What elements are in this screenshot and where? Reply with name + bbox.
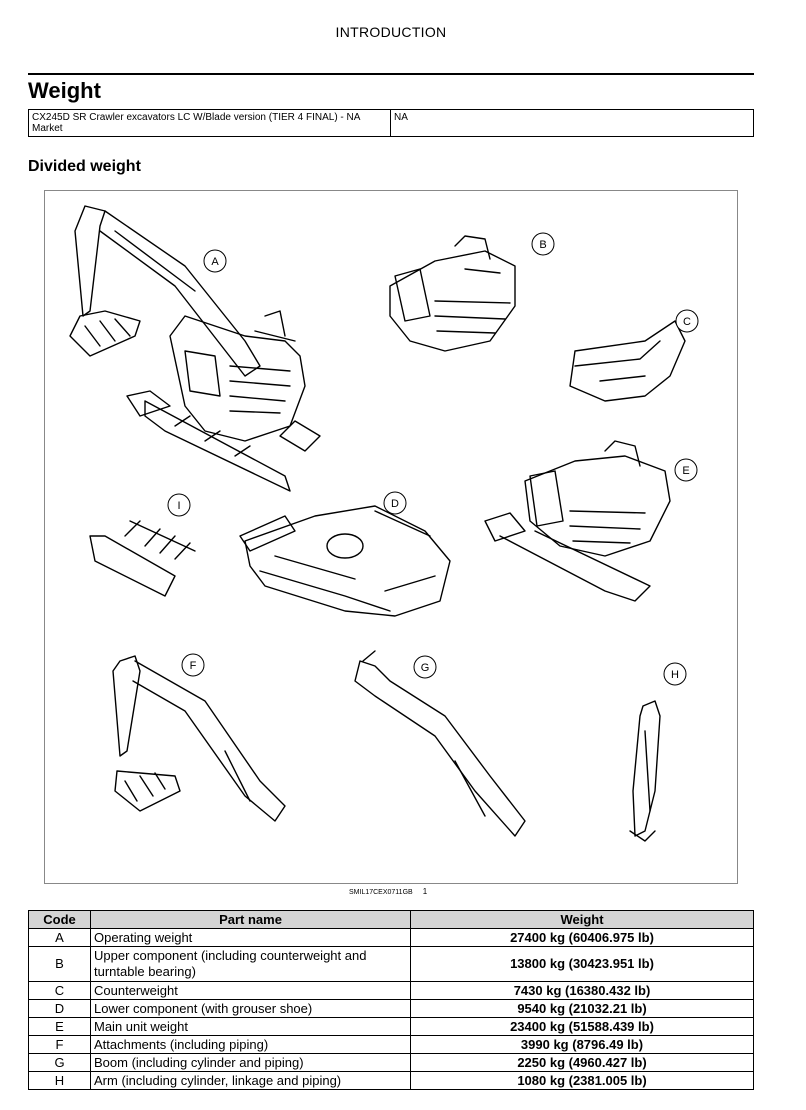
header-code: Code <box>28 910 91 929</box>
table-header-row: Code Part name Weight <box>28 910 754 929</box>
arm-drawing <box>629 700 661 842</box>
row-code: H <box>28 1071 91 1090</box>
row-code: E <box>28 1017 91 1036</box>
callout-f <box>181 653 205 677</box>
header-rule <box>28 73 754 75</box>
callout-label-h: H <box>671 669 679 681</box>
callout-i <box>167 493 191 517</box>
excavator-full-drawing <box>69 205 321 492</box>
row-code: G <box>28 1053 91 1072</box>
row-code: F <box>28 1035 91 1054</box>
row-weight: 9540 kg (21032.21 lb) <box>410 999 754 1018</box>
row-code: A <box>28 928 91 947</box>
callout-label-e: E <box>682 465 689 477</box>
callout-h <box>663 662 687 686</box>
callout-label-g: G <box>421 662 430 674</box>
main-unit-drawing <box>484 440 671 602</box>
callout-label-f: F <box>190 660 197 672</box>
market-code: NA <box>394 112 408 123</box>
figure-ref-code: SMIL17CEX0711GB <box>349 889 413 896</box>
page-header-title: INTRODUCTION <box>335 24 447 40</box>
callout-label-i: I <box>177 500 180 512</box>
row-weight: 7430 kg (16380.432 lb) <box>410 981 754 1000</box>
row-part-name: Main unit weight <box>90 1017 411 1036</box>
row-code: B <box>28 946 91 982</box>
row-weight: 1080 kg (2381.005 lb) <box>410 1071 754 1090</box>
section-title: Weight <box>28 78 101 103</box>
blade-drawing <box>89 520 196 597</box>
callout-g <box>413 655 437 679</box>
row-part-name: Attachments (including piping) <box>90 1035 411 1054</box>
row-weight: 3990 kg (8796.49 lb) <box>410 1035 754 1054</box>
table-row: F Attachments (including piping) 3990 kg… <box>28 1035 754 1054</box>
callout-label-c: C <box>683 316 691 328</box>
row-weight: 2250 kg (4960.427 lb) <box>410 1053 754 1072</box>
callout-d <box>383 491 407 515</box>
header-weight: Weight <box>410 910 754 929</box>
model-description: CX245D SR Crawler excavators LC W/Blade … <box>29 110 391 136</box>
row-part-name: Operating weight <box>90 928 411 947</box>
table-row: D Lower component (with grouser shoe) 95… <box>28 999 754 1018</box>
callout-label-a: A <box>211 256 219 268</box>
row-part-name: Arm (including cylinder, linkage and pip… <box>90 1071 411 1090</box>
figure-reference: SMIL17CEX0711GB 1 <box>349 887 427 896</box>
callout-e <box>674 458 698 482</box>
table-row: A Operating weight 27400 kg (60406.975 l… <box>28 928 754 947</box>
table-row: H Arm (including cylinder, linkage and p… <box>28 1071 754 1090</box>
row-part-name: Lower component (with grouser shoe) <box>90 999 411 1018</box>
lower-component-drawing <box>239 505 451 617</box>
row-code: C <box>28 981 91 1000</box>
row-part-name: Upper component (including counterweight… <box>90 946 411 982</box>
table-row: E Main unit weight 23400 kg (51588.439 l… <box>28 1017 754 1036</box>
model-info-box: CX245D SR Crawler excavators LC W/Blade … <box>28 109 754 137</box>
header-part-name: Part name <box>90 910 411 929</box>
boom-drawing <box>354 650 526 837</box>
row-weight: 23400 kg (51588.439 lb) <box>410 1017 754 1036</box>
table-row: C Counterweight 7430 kg (16380.432 lb) <box>28 981 754 1000</box>
weights-table: Code Part name Weight A Operating weight… <box>28 910 754 1090</box>
row-weight: 27400 kg (60406.975 lb) <box>410 928 754 947</box>
table-row: G Boom (including cylinder and piping) 2… <box>28 1053 754 1072</box>
subsection-title: Divided weight <box>28 158 141 175</box>
callout-label-b: B <box>539 239 546 251</box>
upper-component-drawing <box>389 235 516 352</box>
row-code: D <box>28 999 91 1018</box>
table-row: B Upper component (including counterweig… <box>28 946 754 982</box>
counterweight-drawing <box>569 320 686 402</box>
attachments-drawing <box>112 655 286 822</box>
callout-label-d: D <box>391 498 399 510</box>
callout-a <box>203 249 227 273</box>
row-part-name: Counterweight <box>90 981 411 1000</box>
callout-b <box>531 232 555 256</box>
row-part-name: Boom (including cylinder and piping) <box>90 1053 411 1072</box>
divided-weight-illustration: A B C D E F G H I <box>44 190 738 884</box>
callout-c <box>675 309 699 333</box>
row-weight: 13800 kg (30423.951 lb) <box>410 946 754 982</box>
figure-ref-number: 1 <box>422 887 428 896</box>
